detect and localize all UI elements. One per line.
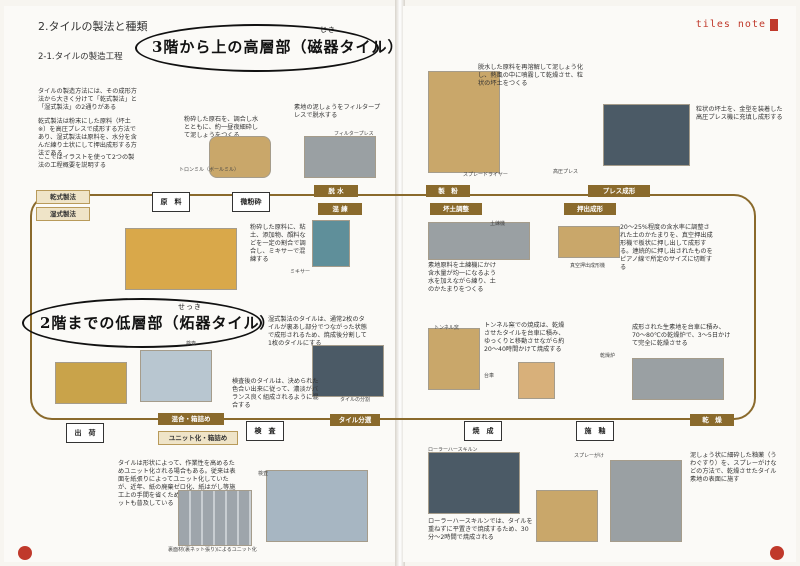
glaze-spray-photo <box>536 490 598 542</box>
step-seyaku: 施 釉 <box>576 421 614 441</box>
doren-caption: 土練機 <box>490 221 506 227</box>
kensa-caption-top: 検査 <box>186 341 197 347</box>
daisha-image <box>518 362 555 399</box>
tunnel-kiln-image <box>428 328 480 390</box>
section-title: 2.タイルの製法と種類 <box>38 20 148 33</box>
tunnelkiln-caption: トンネル窯 <box>434 325 459 331</box>
grind-description: 粉砕した原石を、調合し水とともに、約一昼夜細砕して泥しょうをつくる <box>184 116 259 139</box>
step-bunsen: タイル分選 <box>330 414 380 426</box>
intro-paragraph-3: ここではイラストを使って2つの製法の工程概要を説明する <box>38 154 135 169</box>
step-hido: 坏土調整 <box>430 203 482 215</box>
process-flow-line <box>30 194 756 420</box>
bottom-note-bubble <box>22 298 262 348</box>
mix-description: 粉砕した原料に、粘土、添加物、顔料などを一定の割合で調合し、ミキサーで混練する <box>250 224 306 263</box>
high-pressure-press-photo <box>603 104 690 166</box>
rollerkiln-caption: ローラーハースキルン <box>428 447 478 453</box>
soil-description: 素地原料を土練機にかけ含水量が均一になるよう水を加えながら練り、土のかたまりをつ… <box>428 262 497 293</box>
step-oshidashi: 押出成形 <box>564 203 616 215</box>
mixer-image <box>312 220 350 267</box>
wet-method-label: 湿式製法 <box>36 207 90 221</box>
dry-method-label: 乾式製法 <box>36 190 90 204</box>
roller-description: ローラーハースキルンでは、タイルを重ねずに平置きで焼成するため、30分〜2時間で… <box>428 518 533 541</box>
hipress-caption: 高圧プレス <box>553 169 579 175</box>
sprayer-caption: スプレーがけ <box>574 453 605 459</box>
inspection-illustration <box>140 350 212 402</box>
unit-description: タイルは形状によって、作業性を高めるためユニット化される場合もある。従来は表面を… <box>118 460 236 507</box>
step-kongo: 混合・箱詰め <box>158 413 224 425</box>
dryer-image <box>632 358 724 400</box>
subsection-title: 2-1.タイルの製造工程 <box>38 52 123 62</box>
glaze-description: 泥しょう状に細砕した釉薬（うわぐすり）を、スプレーがけなどの方法で、乾燥させたタ… <box>690 452 777 483</box>
brand-label: tiles note <box>695 19 766 30</box>
roller-kiln-photo <box>428 452 520 514</box>
page-gutter <box>395 0 405 566</box>
tile-inspection-line-illustration <box>266 470 368 542</box>
tunnel-description: トンネル窯での焼成は、乾燥させたタイルを台車に積み、ゆっくりと移動させながら約2… <box>484 322 565 353</box>
top-note-bubble <box>135 24 379 72</box>
forklift-truck-image <box>55 362 127 404</box>
left-page: 2.タイルの製法と種類 2-1.タイルの製造工程 タイルの製造方法には、その成形… <box>4 6 397 562</box>
step-shukka: 出 荷 <box>66 423 104 443</box>
filter-press-image <box>304 136 376 178</box>
step-kanso: 乾 燥 <box>690 414 734 426</box>
step-press: プレス成形 <box>588 185 650 197</box>
step-kensa: 検 査 <box>246 421 284 441</box>
step-shoseki: 焼 成 <box>464 421 502 441</box>
kensa-caption-bottom: 検査 <box>258 471 269 477</box>
step-genryo: 原 料 <box>152 192 190 212</box>
step-seifun: 製 粉 <box>426 185 470 197</box>
tilesplit-caption: タイルの分割 <box>340 397 371 403</box>
dump-truck-image <box>125 228 237 290</box>
glaze-machine-illustration <box>610 460 682 542</box>
press-description: 粒状の坏土を、金型を装着した高圧プレス機に充填し成形する <box>696 106 783 121</box>
mixer-caption: ミキサー <box>290 269 311 275</box>
spray-dryer-image <box>428 71 500 173</box>
left-page-number-marker <box>18 546 32 560</box>
trommel-caption: トロンミル（ボールミル） <box>179 167 240 173</box>
right-page-number-marker <box>770 546 784 560</box>
bunsen-description: 湿式製法のタイルは、通常2枚のタイルが裏あし部分でつながった状態で成形されるため… <box>268 316 367 347</box>
netback-caption: 裏面材(裏ネット張り)によるユニット化 <box>168 547 257 553</box>
daisha-caption: 台車 <box>484 373 495 379</box>
kensa-description: 検査後のタイルは、決められた色合い出来に従って、濃淡がバランス良く組成されるよう… <box>232 378 319 409</box>
filter-description: 素地の泥しょうをフィルタープレスで脱水する <box>294 104 381 119</box>
vacuum-caption: 真空押出成形機 <box>570 263 606 269</box>
dryer-description: 成形された生素地を台車に積み、70〜80℃の乾燥炉で、3〜5日かけて完全に乾燥さ… <box>632 324 731 347</box>
step-unit: ユニット化・箱詰め <box>158 431 238 445</box>
extrude-description: 20〜25%程度の含水率に調整された土のかたまりを、真空押出成形機で板状に押し出… <box>620 224 713 271</box>
dryer-caption: 乾燥炉 <box>600 353 616 359</box>
spray-description: 脱水した原料を再溶解して泥しょう化し、熱風の中に噴霧して乾燥させ、粒状の坏土をつ… <box>478 64 584 87</box>
brand-mark-icon <box>770 19 778 31</box>
net-back-tile-image <box>178 490 252 546</box>
tile-split-photo <box>312 345 384 397</box>
vacuum-extruder-image <box>558 226 620 258</box>
intro-paragraph-1: タイルの製造方法には、その成形方法から大きく分けて「乾式製法」と「湿式製法」の2… <box>38 88 137 111</box>
spraydryer-caption: スプレードライヤー <box>463 172 508 178</box>
trommel-mill-image <box>209 136 271 178</box>
doren-machine-image <box>428 222 530 260</box>
filterpress-caption: フィルタープレス <box>334 131 374 137</box>
step-konren: 混 練 <box>318 203 362 215</box>
step-bifunsai: 微粉砕 <box>232 192 270 212</box>
intro-paragraph-2: 乾式製法は粉末にした原料（坏土※）を高圧プレスで成形する方法であり、湿式製法は原… <box>38 118 137 157</box>
step-dassui: 脱 水 <box>314 185 358 197</box>
